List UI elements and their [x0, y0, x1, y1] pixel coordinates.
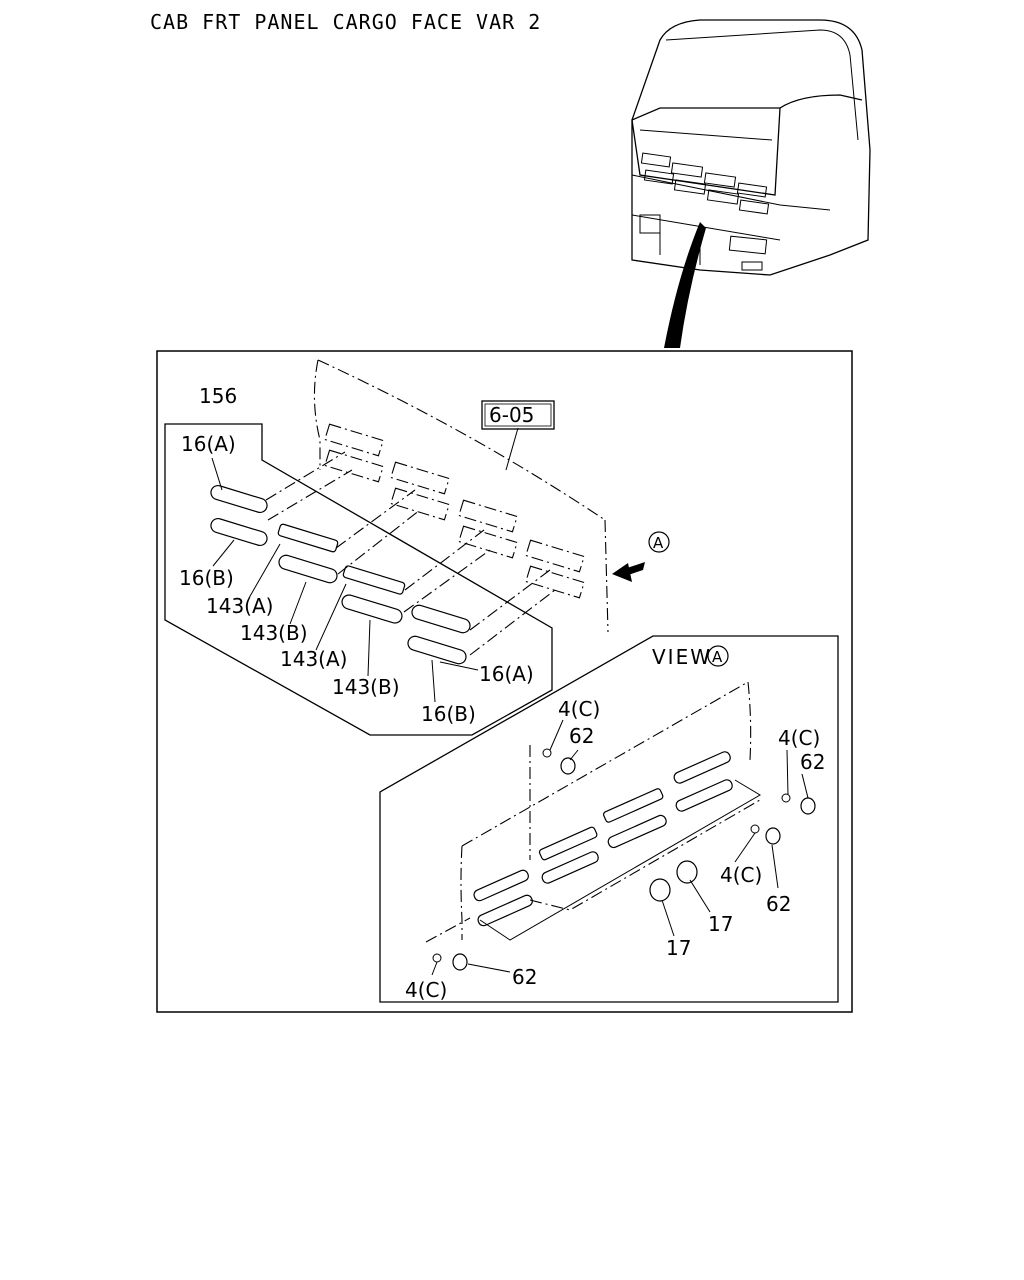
truck-cab-illustration — [631, 19, 871, 348]
grille-parts — [210, 451, 556, 665]
label-4c-mid: 4(C) — [720, 863, 762, 887]
label-62-right: 62 — [800, 750, 825, 774]
callout-leaders — [211, 457, 479, 703]
label-143a-first: 143(A) — [206, 594, 273, 618]
label-4c-right: 4(C) — [778, 726, 820, 750]
label-62-top: 62 — [569, 724, 594, 748]
label-16a-right: 16(A) — [479, 662, 534, 686]
ref-605-box — [481, 400, 555, 430]
view-label: VIEW — [652, 645, 712, 669]
label-17-a: 17 — [708, 912, 733, 936]
label-4c-bottom: 4(C) — [405, 978, 447, 1002]
main-frame — [156, 350, 853, 1013]
label-143b-first: 143(B) — [240, 621, 308, 645]
view-label-marker: A — [712, 648, 723, 666]
label-16b-bottom: 16(B) — [421, 702, 476, 726]
group-156-outline — [164, 423, 553, 736]
label-62-mid: 62 — [766, 892, 791, 916]
view-a-frame — [379, 635, 839, 1003]
view-a-panel — [425, 645, 816, 976]
view-direction-arrow — [612, 531, 670, 582]
label-16b-left: 16(B) — [179, 566, 234, 590]
label-62-bottom: 62 — [512, 965, 537, 989]
label-ref-605: 6-05 — [489, 403, 534, 427]
front-panel-outline — [313, 359, 609, 633]
label-4c-top: 4(C) — [558, 697, 600, 721]
label-17-b: 17 — [666, 936, 691, 960]
label-16a-top: 16(A) — [181, 432, 236, 456]
label-156: 156 — [199, 384, 237, 408]
label-143a-second: 143(A) — [280, 647, 347, 671]
page-title: CAB FRT PANEL CARGO FACE VAR 2 — [150, 10, 542, 34]
label-143b-second: 143(B) — [332, 675, 400, 699]
view-a-marker: A — [653, 534, 664, 552]
